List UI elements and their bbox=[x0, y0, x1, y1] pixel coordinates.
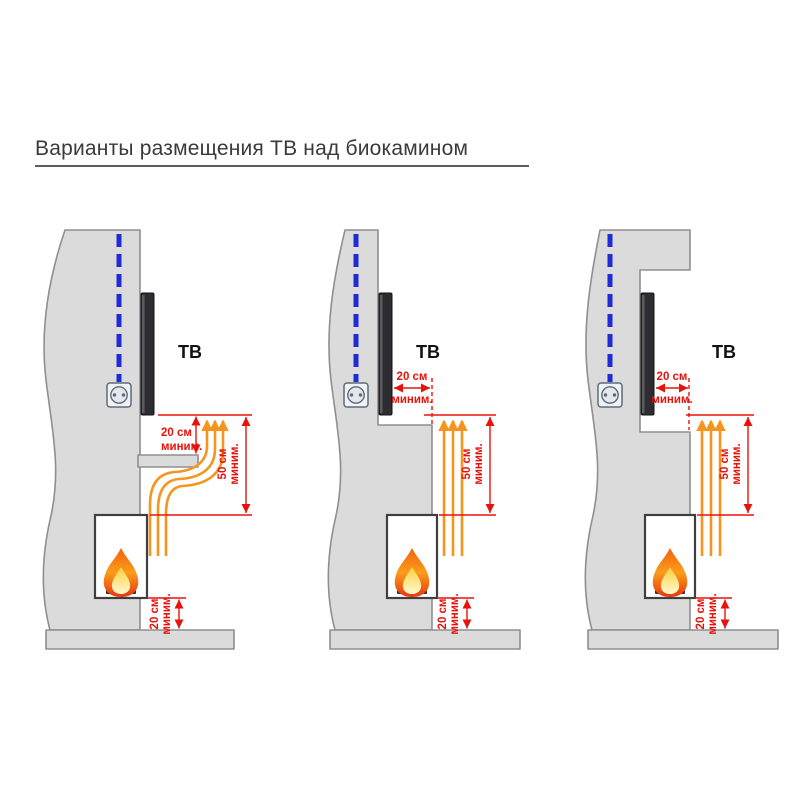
dimension-value: 20 см bbox=[397, 371, 428, 383]
floor-clearance-dimension: 20 см миним. bbox=[147, 593, 186, 635]
tv-label: ТВ bbox=[712, 342, 736, 362]
floor-clearance-dimension: 20 см миним. bbox=[695, 593, 732, 635]
power-socket-icon bbox=[106, 382, 132, 408]
diagram-title: Варианты размещения ТВ над биокамином bbox=[35, 137, 469, 160]
floor-clearance-dimension: 20 см миним. bbox=[437, 593, 474, 635]
power-socket-icon bbox=[597, 382, 623, 408]
tv-clearance-dimension: 20 см миним. bbox=[158, 414, 252, 454]
dimension-note: миним. bbox=[161, 441, 202, 453]
dimension-note: миним. bbox=[731, 443, 743, 484]
dimension-note: миним. bbox=[651, 394, 692, 406]
floor-slab bbox=[587, 629, 779, 650]
tv-side-view bbox=[140, 292, 155, 416]
flue-height-dimension: 50 см миним. bbox=[150, 417, 252, 516]
variant-3: ТВ 20 см миним. 50 см миним. bbox=[584, 229, 779, 650]
dimension-note: миним. bbox=[229, 443, 241, 484]
dimension-value: 50 см bbox=[719, 449, 731, 480]
dimension-note: миним. bbox=[449, 593, 461, 634]
heat-flow-arrows bbox=[438, 419, 468, 556]
floor-slab bbox=[329, 629, 521, 650]
dimension-value: 20 см bbox=[437, 599, 449, 630]
dimension-note: миним. bbox=[391, 394, 432, 406]
tv-clearance-dimension: 20 см миним. bbox=[651, 371, 693, 430]
dimension-note: миним. bbox=[707, 593, 719, 634]
dimension-note: миним. bbox=[161, 593, 173, 634]
heat-flow-arrows bbox=[148, 419, 229, 556]
heat-arrow bbox=[164, 419, 229, 556]
tv-label: ТВ bbox=[178, 342, 202, 362]
dimension-value: 50 см bbox=[461, 449, 473, 480]
power-socket-icon bbox=[343, 382, 369, 408]
variant-2: ТВ 20 см миним. 50 см миним. bbox=[327, 229, 521, 650]
tv-clearance-dimension: 20 см миним. bbox=[391, 371, 433, 424]
heat-arrow bbox=[156, 419, 221, 556]
floor-slab bbox=[45, 629, 235, 650]
title-underline bbox=[35, 165, 529, 167]
tv-side-view bbox=[378, 292, 393, 416]
heat-flow-arrows bbox=[696, 419, 726, 556]
heat-arrow bbox=[148, 419, 213, 556]
mantel-shelf bbox=[137, 454, 199, 468]
dimension-value: 20 см bbox=[695, 599, 707, 630]
flue-height-dimension: 50 см миним. bbox=[686, 414, 754, 516]
dimension-value: 20 см bbox=[149, 599, 161, 630]
dimension-value: 20 см bbox=[161, 427, 192, 439]
dimension-value: 20 см bbox=[657, 371, 688, 383]
dimension-note: миним. bbox=[473, 443, 485, 484]
dimension-value: 50 см bbox=[217, 449, 229, 480]
tv-label: ТВ bbox=[416, 342, 440, 362]
variant-1: ТВ 20 см миним. 50 см миним. bbox=[42, 229, 252, 650]
flue-height-dimension: 50 см миним. bbox=[424, 414, 496, 516]
